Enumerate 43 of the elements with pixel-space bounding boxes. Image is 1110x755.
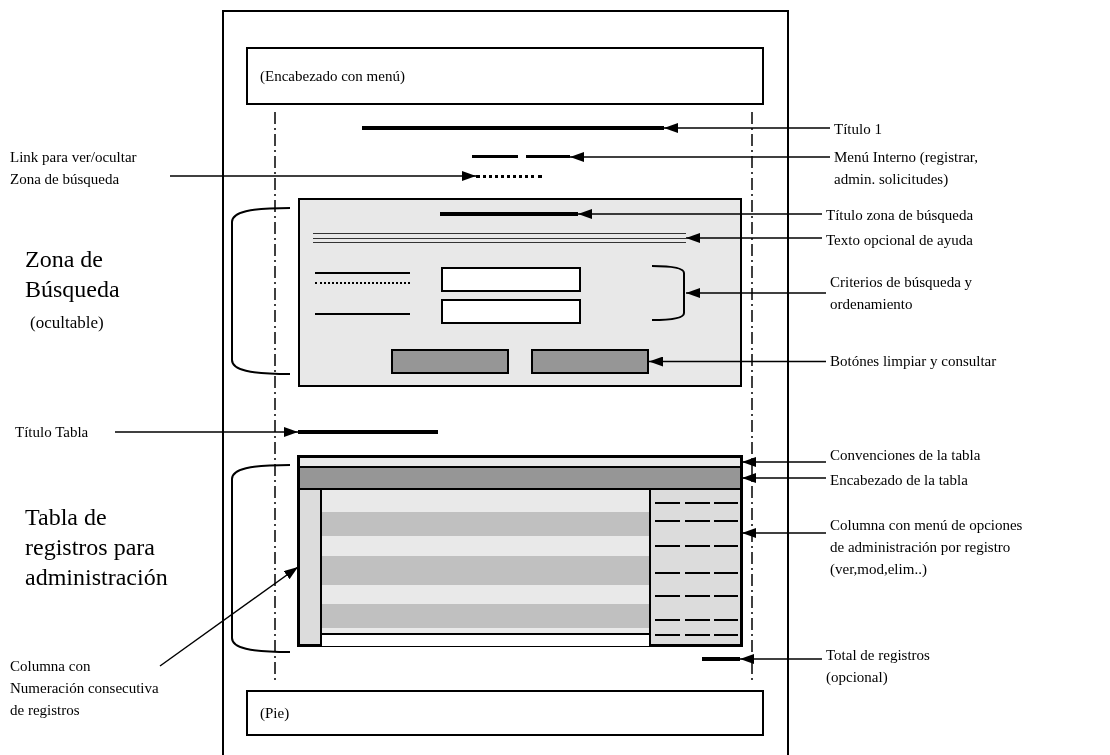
box-label: (Encabezado con menú) [260, 67, 405, 85]
callout-text: Encabezado de la tabla [830, 472, 968, 488]
box-label: (Pie) [260, 704, 290, 722]
callout-text: Columna con Numeración consecutiva de registros [10, 658, 159, 718]
link-dots [476, 175, 542, 178]
leader-arrow [741, 473, 827, 483]
number-column [298, 488, 322, 646]
footer-box [246, 690, 764, 736]
table-header-bar [298, 466, 742, 490]
leader-arrow [577, 209, 823, 219]
callout-text: Link para ver/ocultar Zona de búsqueda [10, 149, 137, 187]
menu-links-line [472, 155, 570, 158]
callout-text: Texto opcional de ayuda [826, 232, 973, 248]
leader-arrow [648, 356, 827, 367]
leader-arrow [741, 528, 827, 538]
leader-arrow [685, 233, 823, 243]
help-text-lines [313, 233, 686, 243]
leader-arrow [569, 152, 831, 162]
section-label: (ocultable) [30, 312, 105, 334]
callout-text: Convenciones de la tabla [830, 447, 981, 463]
section-label: Tabla de registros para administración [25, 503, 169, 592]
header-box [246, 47, 764, 105]
callout-text: Menú Interno (registrar, admin. solicitudes) [834, 149, 978, 187]
callout-text: Botónes limpiar y consultar [830, 353, 997, 369]
section-label: Zona de Búsqueda [25, 245, 121, 304]
leader-arrow [159, 566, 299, 667]
search-button-placeholder [531, 349, 649, 374]
leader-arrow [663, 123, 831, 133]
clear-button-placeholder [391, 349, 509, 374]
leader-arrow [685, 288, 827, 298]
leader-arrow [169, 171, 477, 181]
callout-text: Total de registros (opcional) [826, 647, 930, 685]
callout-text: Título zona de búsqueda [826, 207, 974, 223]
callout-text: Criterios de búsqueda y ordenamiento [830, 274, 973, 312]
data-table [297, 455, 743, 647]
search-panel [298, 198, 742, 387]
leader-arrow [739, 654, 823, 664]
leader-arrow [741, 457, 827, 467]
actions-column [649, 488, 742, 646]
callout-text: Columna con menú de opciones de administración por registro (ver,mod,elim..) [830, 517, 1023, 577]
callout-text: Título Tabla [15, 424, 89, 440]
leader-arrow [114, 427, 299, 437]
callout-text: Título 1 [834, 121, 882, 137]
